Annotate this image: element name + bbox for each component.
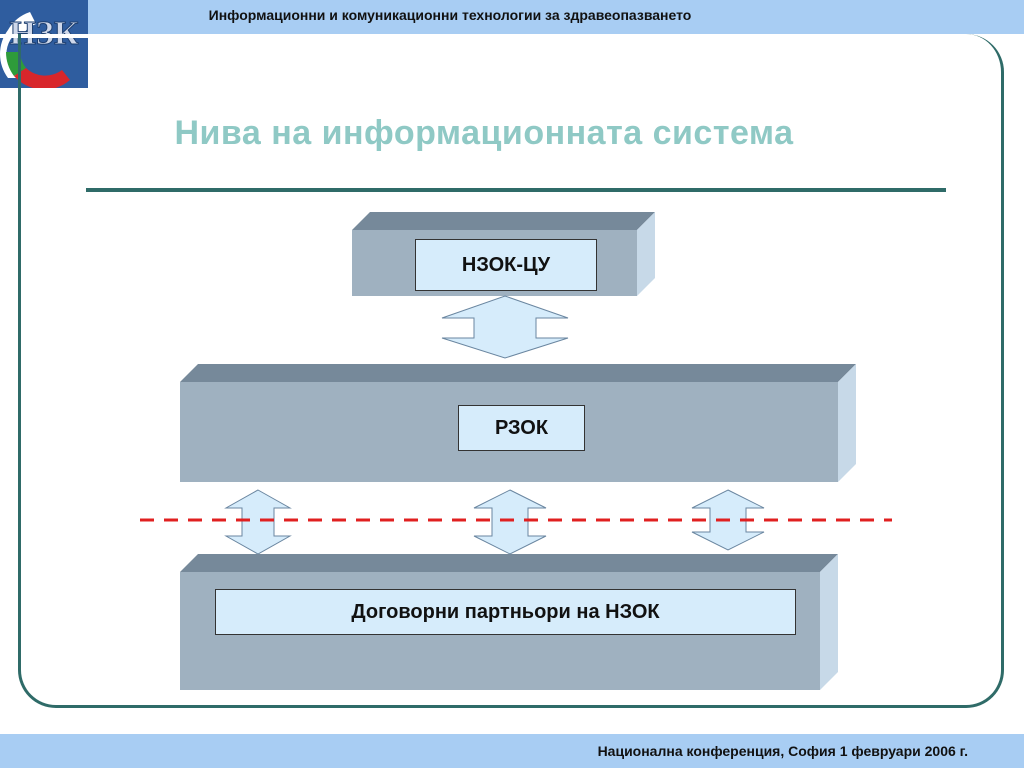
content-frame [18, 34, 1004, 708]
organization-logo: НЗК [0, 0, 88, 88]
footer-text: Национална конференция, София 1 февруари… [597, 743, 968, 759]
slide-title: Нива на информационната система [174, 114, 794, 152]
footer-band: Национална конференция, София 1 февруари… [0, 734, 1024, 768]
level-label-rzok: РЗОК [458, 405, 585, 451]
double-arrow-left [224, 489, 292, 555]
title-underline [86, 188, 946, 192]
frame-top-cover [0, 34, 960, 38]
level-label-partners: Договорни партньори на НЗОК [215, 589, 796, 635]
header-title: Информационни и комуникационни технологи… [208, 7, 692, 23]
double-arrow-top-middle [441, 295, 569, 359]
double-arrow-center [473, 489, 547, 555]
header-band: Информационни и комуникационни технологи… [0, 0, 1024, 34]
level-label-nzok-cu: НЗОК-ЦУ [415, 239, 597, 291]
